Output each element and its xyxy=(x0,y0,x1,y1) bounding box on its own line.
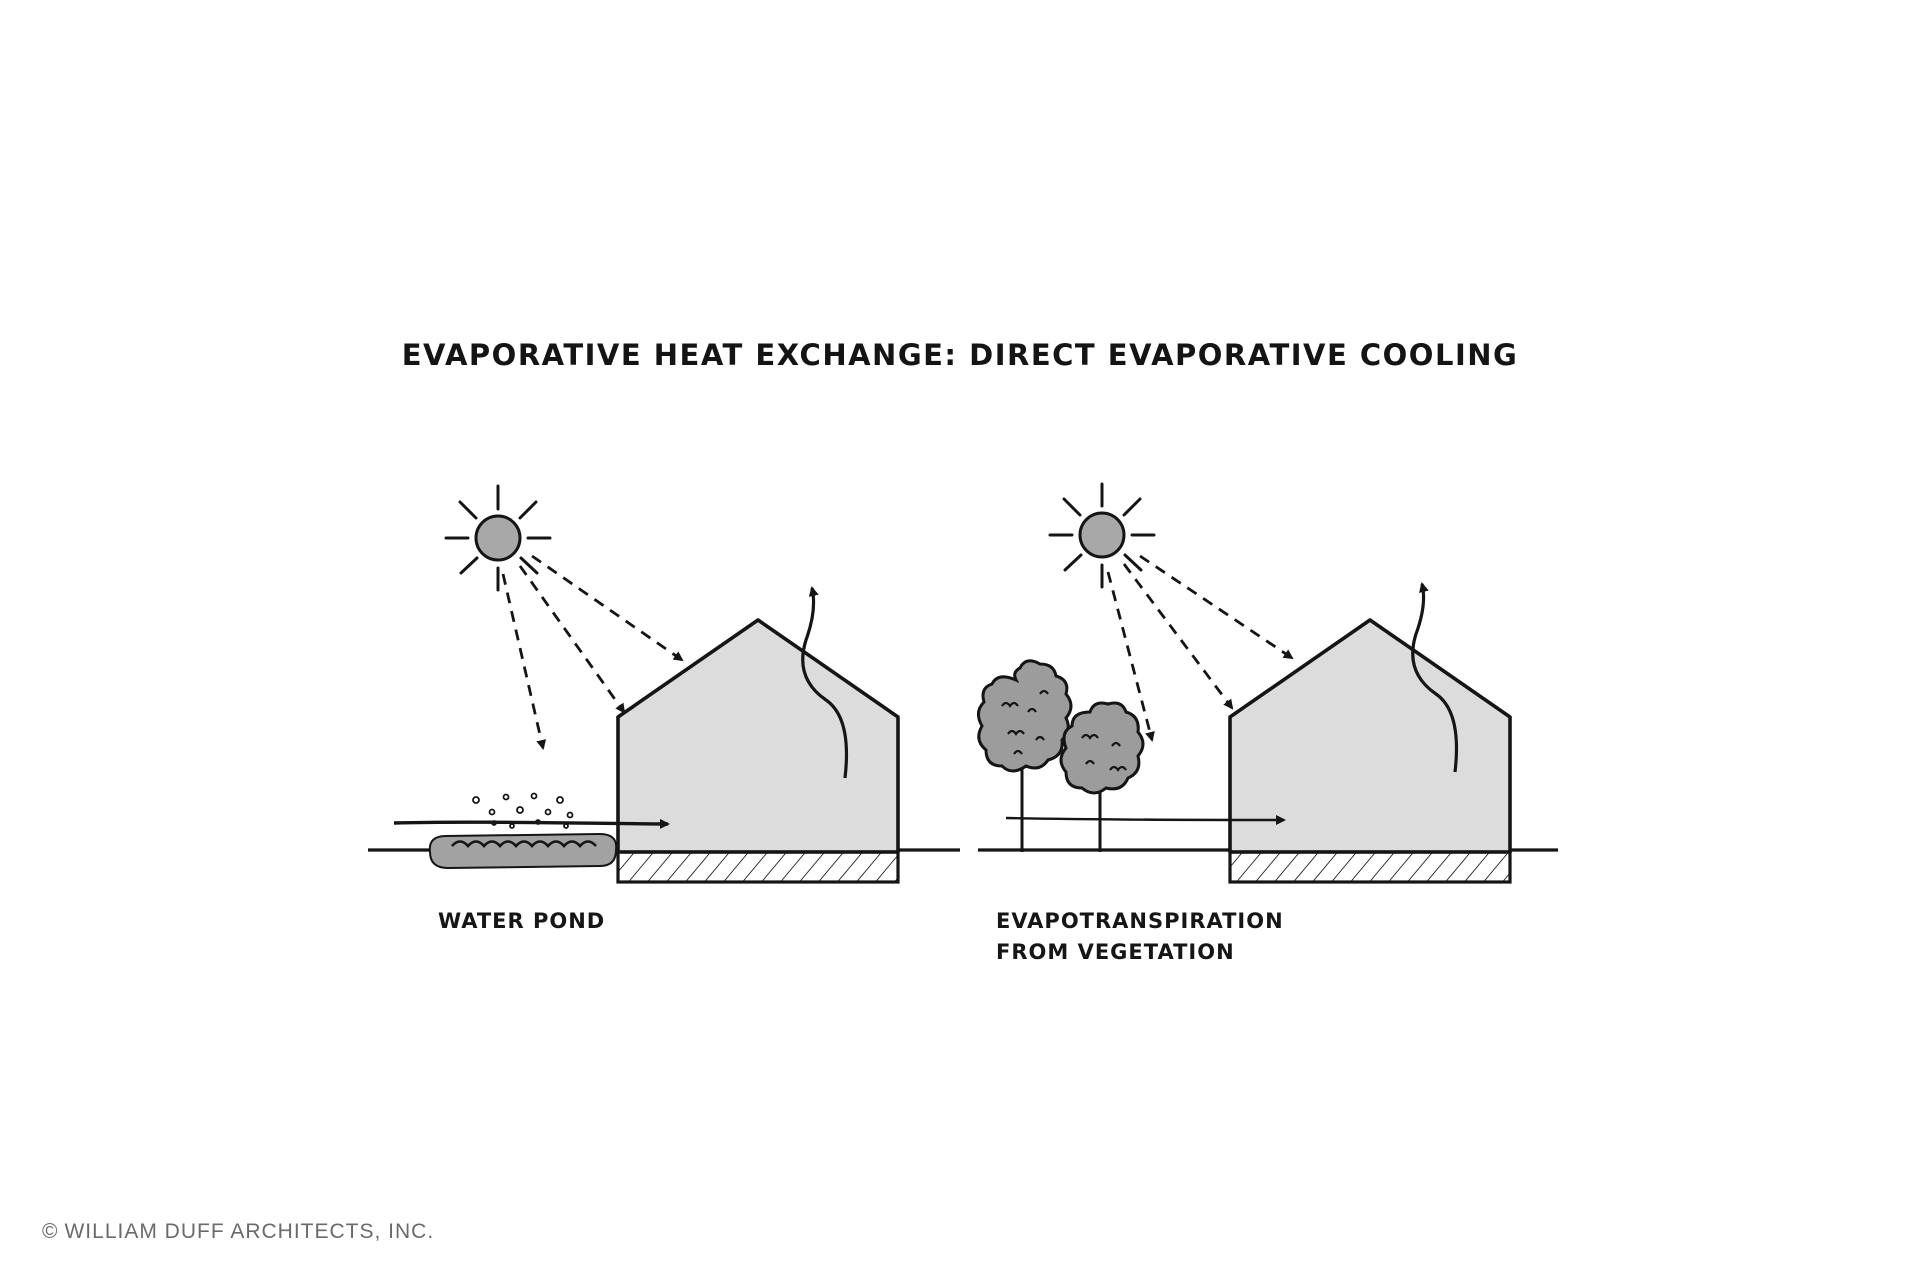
solar-radiation-arrows xyxy=(501,554,684,750)
evaporation-droplets xyxy=(472,792,574,829)
tree-icon xyxy=(977,659,1073,852)
sun-icon xyxy=(1048,482,1156,589)
foundation-hatch xyxy=(1228,850,1512,884)
label-line: FROM VEGETATION xyxy=(996,940,1235,964)
label-line: WATER POND xyxy=(438,909,606,933)
tree-icon xyxy=(1059,701,1145,852)
panel-water-pond xyxy=(368,484,960,884)
warm-air-arrow xyxy=(801,586,849,779)
sun-icon xyxy=(444,484,552,592)
house xyxy=(1228,618,1512,884)
diagram-title: EVAPORATIVE HEAT EXCHANGE: DIRECT EVAPOR… xyxy=(401,338,1519,372)
breeze-arrow xyxy=(393,818,670,829)
foundation-hatch xyxy=(616,850,900,884)
breeze-arrow xyxy=(1005,814,1286,825)
label-evapotranspiration: EVAPOTRANSPIRATION FROM VEGETATION xyxy=(996,906,1284,968)
warm-air-arrow xyxy=(1411,582,1459,773)
copyright-text: WILLIAM DUFF ARCHITECTS, INC. xyxy=(64,1220,435,1243)
copyright-icon: © xyxy=(42,1220,59,1243)
water-pond xyxy=(428,832,618,870)
panel-vegetation xyxy=(977,482,1558,884)
copyright-notice: ©WILLIAM DUFF ARCHITECTS, INC. xyxy=(42,1220,434,1244)
label-line: EVAPOTRANSPIRATION xyxy=(996,909,1284,933)
house xyxy=(616,618,900,884)
solar-radiation-arrows xyxy=(1106,554,1294,742)
label-water-pond: WATER POND xyxy=(438,906,605,937)
